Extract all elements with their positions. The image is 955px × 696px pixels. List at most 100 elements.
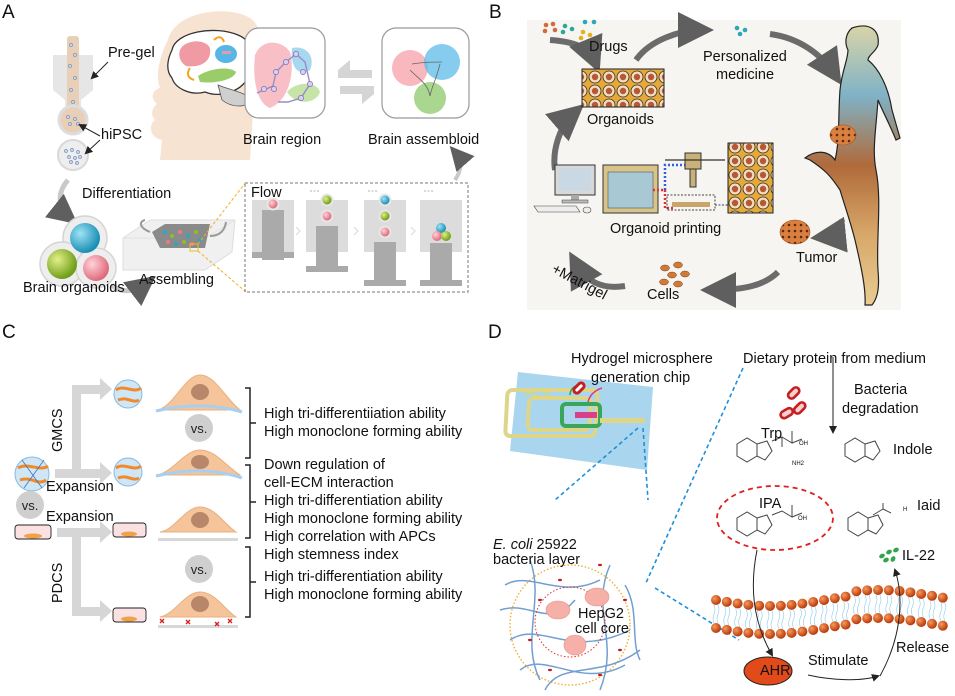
organoids-grid-icon: [581, 68, 665, 108]
lipid-head: [894, 614, 905, 625]
lipid-head: [829, 593, 840, 604]
group2-line: Down regulation of: [264, 457, 385, 473]
gel-microsphere-icons: [14, 379, 143, 492]
label-tumor: Tumor: [796, 250, 838, 266]
lipid-tail: [809, 606, 817, 626]
release-arrow: [879, 568, 901, 677]
organoids-plate-icon: [727, 142, 774, 214]
label-assembling: Assembling: [139, 272, 214, 288]
label-trp-nh2: NH2: [792, 461, 805, 467]
label-pdcs: PDCS: [50, 562, 66, 603]
vs-badge-gmcs: vs.: [185, 414, 213, 442]
lipid-head: [797, 598, 808, 609]
label-expansion-bottom: Expansion: [46, 509, 114, 525]
group3-text: High tri-differentiation ability High mo…: [264, 568, 462, 604]
group3-line: High tri-differentiation ability: [264, 569, 443, 585]
panel-letter-c: C: [2, 322, 16, 343]
lipid-head: [721, 624, 732, 635]
lipid-head: [927, 618, 937, 629]
stimulate-arrow: [807, 674, 880, 682]
lipid-head: [883, 585, 894, 596]
label-iaid-h: H: [903, 507, 908, 513]
label-ipa-oh: OH: [798, 516, 807, 522]
panel-letter-a: A: [2, 2, 15, 23]
flow-steps: [252, 190, 462, 286]
lipid-head: [775, 628, 786, 639]
lipid-head: [808, 596, 819, 607]
lipid-tail: [928, 600, 936, 619]
label-flow: Flow: [251, 185, 282, 201]
lipid-tail: [766, 610, 774, 630]
label-hepg2: HepG2: [578, 606, 624, 622]
lipid-head: [711, 595, 721, 605]
lipid-tail: [842, 601, 849, 620]
label-brain-assembloid: Brain assembloid: [368, 132, 480, 148]
differentiation-arrow: [45, 178, 78, 225]
label-dietary-protein: Dietary protein from medium: [743, 351, 926, 367]
bacteria-icon: [572, 381, 586, 395]
bioprinter-icon: [602, 152, 725, 214]
lipid-head: [732, 626, 743, 637]
lipid-head: [797, 626, 808, 637]
molecule-structures: [736, 431, 892, 537]
label-bacteria: Bacteria: [854, 382, 908, 398]
lipid-head: [937, 620, 948, 631]
label-gmcs: GMCS: [50, 408, 66, 453]
organoids-to-medicine-arrow: [633, 12, 714, 62]
ipa-highlight-ring: [716, 485, 834, 551]
lipid-head: [862, 613, 873, 624]
lipid-tail: [799, 608, 806, 627]
group1-text: High tri-differentiiation ability High m…: [264, 405, 462, 441]
label-brain-organoids: Brain organoids: [23, 280, 125, 296]
label-ipa: IPA: [759, 496, 782, 512]
label-stimulate: Stimulate: [808, 653, 869, 669]
patient-to-tumor-arrow: [810, 216, 848, 253]
label-release: Release: [896, 640, 950, 656]
panel-b-graphics: [527, 12, 901, 310]
group2-line: High correlation with APCs: [264, 529, 436, 545]
label-organoids: Organoids: [587, 112, 654, 128]
label-degradation: degradation: [842, 401, 919, 417]
label-trp: Trp: [761, 426, 783, 442]
label-bacteria-layer: bacteria layer: [493, 552, 581, 568]
brain-icon: [167, 29, 255, 107]
printer-to-organoids-arrow: [545, 104, 585, 171]
lipid-head: [765, 628, 775, 639]
hipsc-arrow-1: [78, 124, 101, 137]
lipid-tail: [723, 606, 731, 625]
lipid-tail: [820, 604, 828, 624]
lipid-tail: [896, 595, 903, 615]
label-cell-core: cell core: [575, 621, 629, 637]
lipid-head: [775, 600, 786, 611]
label-brain-region: Brain region: [243, 132, 322, 148]
label-il22: IL-22: [902, 548, 936, 564]
group2-line: High stemness index: [264, 547, 399, 563]
lipid-head: [819, 595, 829, 606]
lipid-head: [840, 591, 851, 602]
panel-letter-b: B: [489, 2, 502, 23]
drugs-to-organoids-arrow: [549, 32, 603, 74]
lipid-head: [851, 586, 862, 597]
pregel-arrow: [90, 61, 109, 80]
ecoli-strain: 25922: [532, 537, 577, 553]
lipid-head: [862, 585, 873, 596]
lipid-head: [732, 598, 743, 609]
label-chip-line1: Hydrogel microsphere: [571, 351, 713, 367]
lipid-head: [883, 613, 894, 624]
panel-d-graphics: [499, 357, 948, 691]
lipid-tail: [939, 602, 947, 621]
braces: [245, 387, 256, 618]
group2-text: Down regulation of cell-ECM interaction …: [264, 456, 462, 564]
lipid-head: [916, 588, 927, 599]
equilibrium-arrows-icon: [338, 60, 374, 104]
lipid-head: [927, 590, 937, 601]
patient-body-icon: [803, 25, 901, 306]
computer-icon: [533, 164, 596, 214]
lipid-tail: [917, 598, 925, 618]
vs-badge-left: vs.: [16, 491, 44, 519]
medicine-to-patient-arrow: [769, 31, 842, 86]
lipid-head: [905, 587, 916, 598]
group2-line: High tri-differentiation ability: [264, 493, 443, 509]
ecoli-species: E. coli: [493, 537, 533, 553]
